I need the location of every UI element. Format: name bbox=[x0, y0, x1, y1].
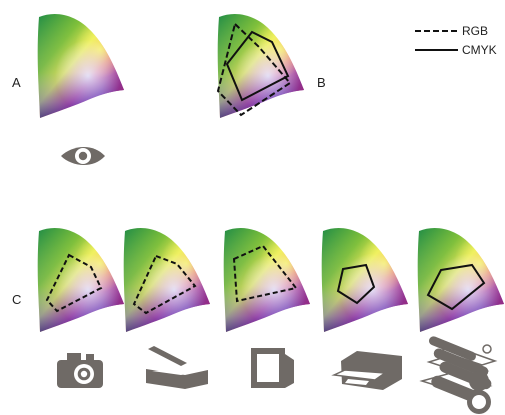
desktop-printer-icon bbox=[334, 351, 402, 390]
scanner-icon bbox=[146, 346, 208, 389]
gamut-c-camera bbox=[34, 226, 134, 336]
label-c: C bbox=[12, 293, 21, 306]
monitor-icon bbox=[251, 348, 294, 388]
legend-cmyk-label: CMYK bbox=[462, 44, 497, 56]
gamut-c-scanner bbox=[120, 226, 220, 336]
label-a: A bbox=[12, 76, 21, 89]
gamut-c-printer bbox=[318, 226, 418, 336]
gamut-c-press bbox=[414, 226, 505, 336]
gamut-b bbox=[214, 12, 314, 122]
gamut-c-monitor bbox=[220, 226, 320, 336]
gamut-a bbox=[34, 12, 134, 122]
printing-press-icon bbox=[422, 335, 495, 414]
camera-icon bbox=[57, 353, 103, 388]
eye-icon bbox=[61, 147, 105, 165]
label-b: B bbox=[317, 76, 326, 89]
legend-rgb-label: RGB bbox=[462, 25, 488, 37]
